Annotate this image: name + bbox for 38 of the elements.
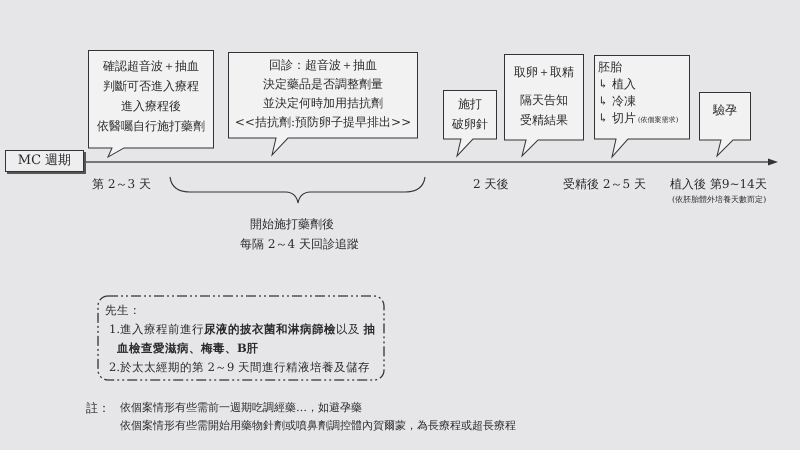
date-label: 植入後 第9~14天 bbox=[670, 176, 767, 193]
footnote: 依個案情形有些需開始用藥物針劑或噴鼻劑調控體內賀爾蒙，為長療程或超長療程 bbox=[120, 418, 516, 433]
bubble-text: 確認超音波＋抽血 bbox=[102, 58, 200, 75]
bubble-text: 決定藥品是否調整劑量 bbox=[262, 76, 384, 93]
speech-bubble bbox=[699, 92, 751, 157]
date-label: 受精後 2～5 天 bbox=[563, 176, 646, 193]
bubble-text: 施打 bbox=[457, 96, 483, 113]
speech-bubble bbox=[504, 54, 584, 157]
bubble-text: 並決定何時加用拮抗劑 bbox=[262, 95, 384, 112]
date-label: 第 2～3 天 bbox=[92, 176, 151, 193]
timeline-label-box: MC 週期 bbox=[5, 150, 84, 172]
speech-bubble bbox=[228, 52, 418, 156]
bubble-text: 取卵＋取精 bbox=[513, 64, 575, 81]
footnote: 依個案情形有些需前一週期吃調經藥…，如避孕藥 bbox=[120, 400, 362, 415]
note-item: 2.於太太經期的第 2～9 天間進行精液培養及儲存 bbox=[108, 359, 371, 376]
annotation-text: 開始施打藥劑後 bbox=[250, 216, 334, 233]
bubble-text: 判斷可否進入療程 bbox=[102, 78, 200, 95]
note-heading: 先生： bbox=[105, 302, 142, 319]
bubble-text: 隔天告知受精結果 bbox=[519, 92, 569, 129]
bubble-text: 進入療程後 bbox=[120, 98, 182, 115]
date-label: 2 天後 bbox=[473, 176, 508, 193]
speech-bubble bbox=[443, 90, 497, 157]
speech-bubble bbox=[88, 50, 214, 158]
bubble-text: ↳ 切片 bbox=[598, 110, 636, 127]
bubble-text: ↳ 植入 bbox=[598, 76, 637, 93]
bubble-text: 驗孕 bbox=[712, 102, 738, 119]
note-label: 註： bbox=[86, 400, 110, 417]
note-box bbox=[97, 295, 385, 381]
bubble-text: <<拮抗劑:預防卵子提早排出>> bbox=[234, 114, 412, 131]
bubble-text: 胚胎 bbox=[598, 59, 623, 76]
bubble-text: ↳ 冷凍 bbox=[598, 93, 637, 110]
date-note: (依胚胎體外培養天數而定) bbox=[672, 194, 766, 205]
bubble-text: 破卵針 bbox=[451, 116, 489, 133]
annotation-text: 每隔 2～4 天回診追蹤 bbox=[240, 236, 359, 253]
note-item: 1.進入療程前進行尿液的披衣菌和淋病篩檢以及 抽血檢查愛滋病、梅毒、B肝 bbox=[108, 321, 377, 357]
speech-bubble bbox=[594, 55, 690, 158]
bubble-text: 回診：超音波＋抽血 bbox=[268, 57, 378, 74]
bubble-text: 依醫囑自行施打藥劑 bbox=[96, 118, 206, 135]
